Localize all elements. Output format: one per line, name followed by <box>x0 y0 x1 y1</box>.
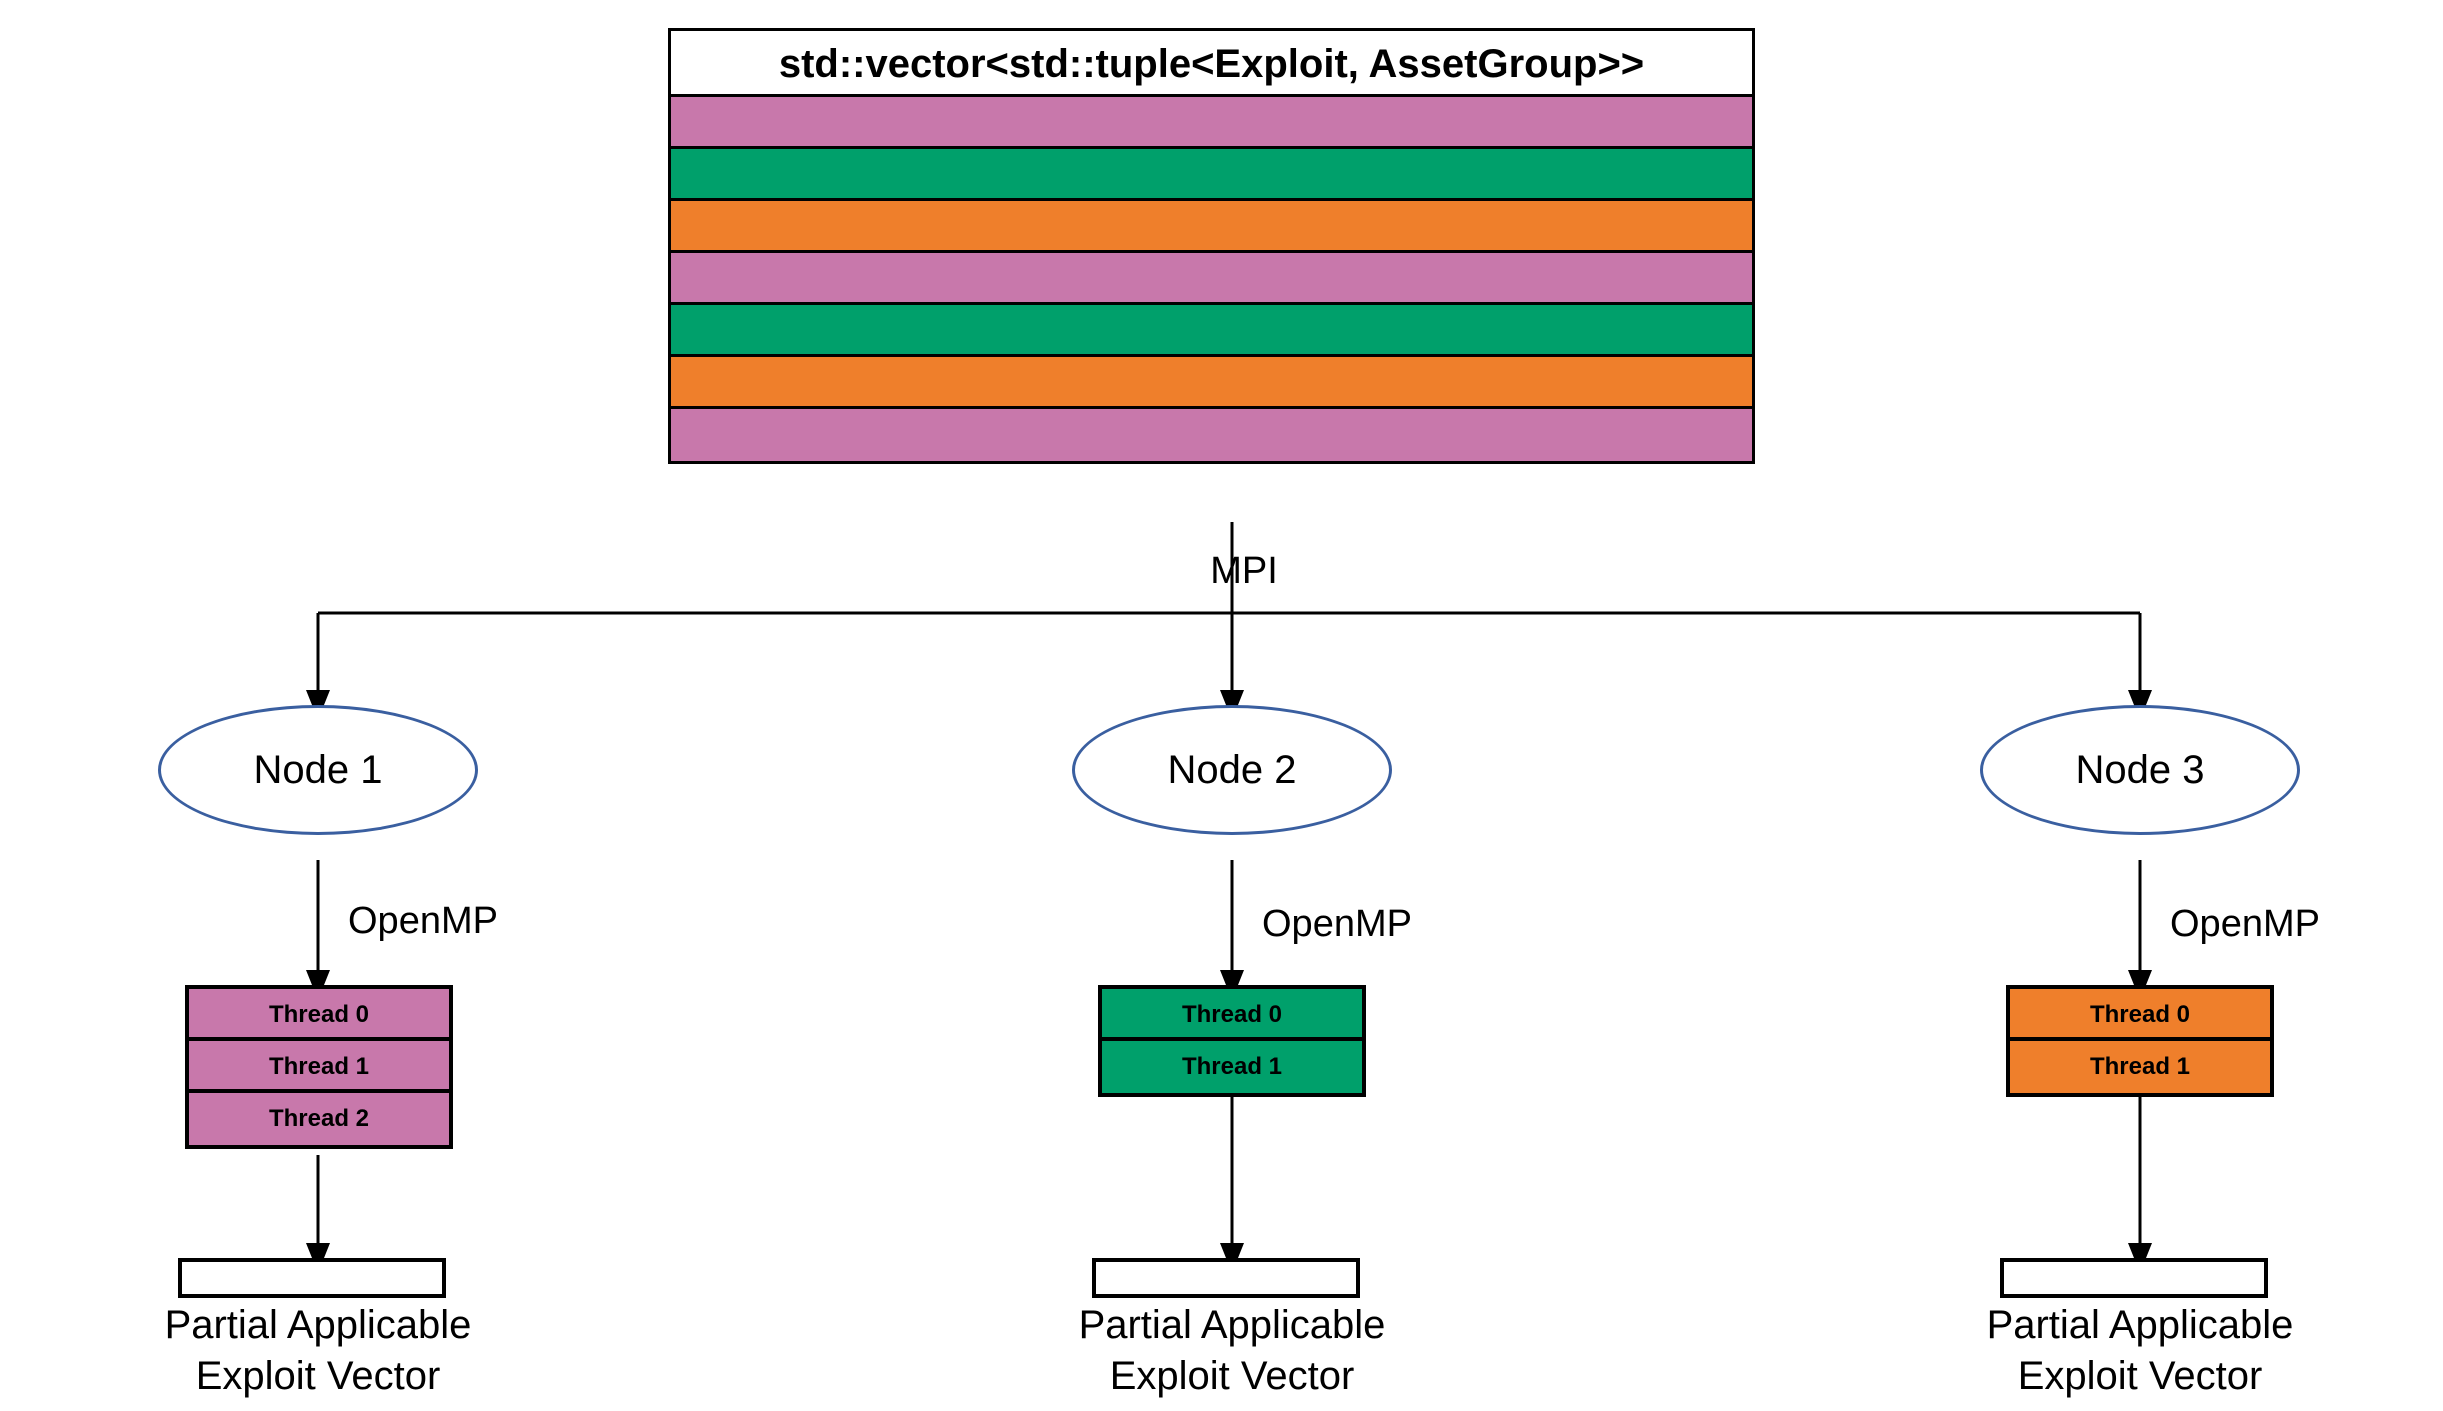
thread-box[interactable]: Thread 1 <box>189 1041 449 1093</box>
output-caption-1: Partial Applicable Exploit Vector <box>58 1300 578 1402</box>
vector-row <box>671 305 1752 357</box>
node-ellipse-3[interactable]: Node 3 <box>1980 705 2300 835</box>
node-label-2: Node 2 <box>1167 747 1297 792</box>
vector-type-title: std::vector<std::tuple<Exploit, AssetGro… <box>671 31 1752 97</box>
output-caption-3-line1: Partial Applicable <box>1986 1303 2294 1347</box>
thread-box[interactable]: Thread 1 <box>2010 1041 2270 1093</box>
vector-row <box>671 201 1752 253</box>
node-label-1: Node 1 <box>253 747 383 792</box>
openmp-label-2: OpenMP <box>1262 903 1412 945</box>
vector-row <box>671 149 1752 201</box>
thread-box[interactable]: Thread 0 <box>1102 989 1362 1041</box>
openmp-label-3: OpenMP <box>2170 903 2320 945</box>
openmp-label-1: OpenMP <box>348 900 498 942</box>
vector-row <box>671 253 1752 305</box>
output-caption-1-line2: Exploit Vector <box>195 1354 441 1399</box>
thread-box[interactable]: Thread 1 <box>1102 1041 1362 1093</box>
output-caption-1-line1: Partial Applicable <box>164 1303 472 1347</box>
thread-box[interactable]: Thread 2 <box>189 1093 449 1145</box>
node-ellipse-1[interactable]: Node 1 <box>158 705 478 835</box>
output-caption-2-line2: Exploit Vector <box>1109 1354 1355 1399</box>
node-ellipse-2[interactable]: Node 2 <box>1072 705 1392 835</box>
node-label-3: Node 3 <box>2075 747 2205 792</box>
thread-box[interactable]: Thread 0 <box>189 989 449 1041</box>
vector-row <box>671 97 1752 149</box>
output-caption-3-line2: Exploit Vector <box>2017 1354 2263 1399</box>
output-caption-3: Partial Applicable Exploit Vector <box>1880 1300 2400 1402</box>
output-caption-2: Partial Applicable Exploit Vector <box>972 1300 1492 1402</box>
output-rect-3 <box>2000 1258 2268 1298</box>
thread-box[interactable]: Thread 0 <box>2010 989 2270 1041</box>
output-rect-2 <box>1092 1258 1360 1298</box>
output-rect-1 <box>178 1258 446 1298</box>
mpi-label: MPI <box>1210 550 1278 592</box>
vector-rows <box>671 97 1752 461</box>
exploit-vector-block: std::vector<std::tuple<Exploit, AssetGro… <box>668 28 1755 464</box>
vector-row <box>671 409 1752 461</box>
vector-row <box>671 357 1752 409</box>
output-caption-2-line1: Partial Applicable <box>1078 1303 1386 1347</box>
